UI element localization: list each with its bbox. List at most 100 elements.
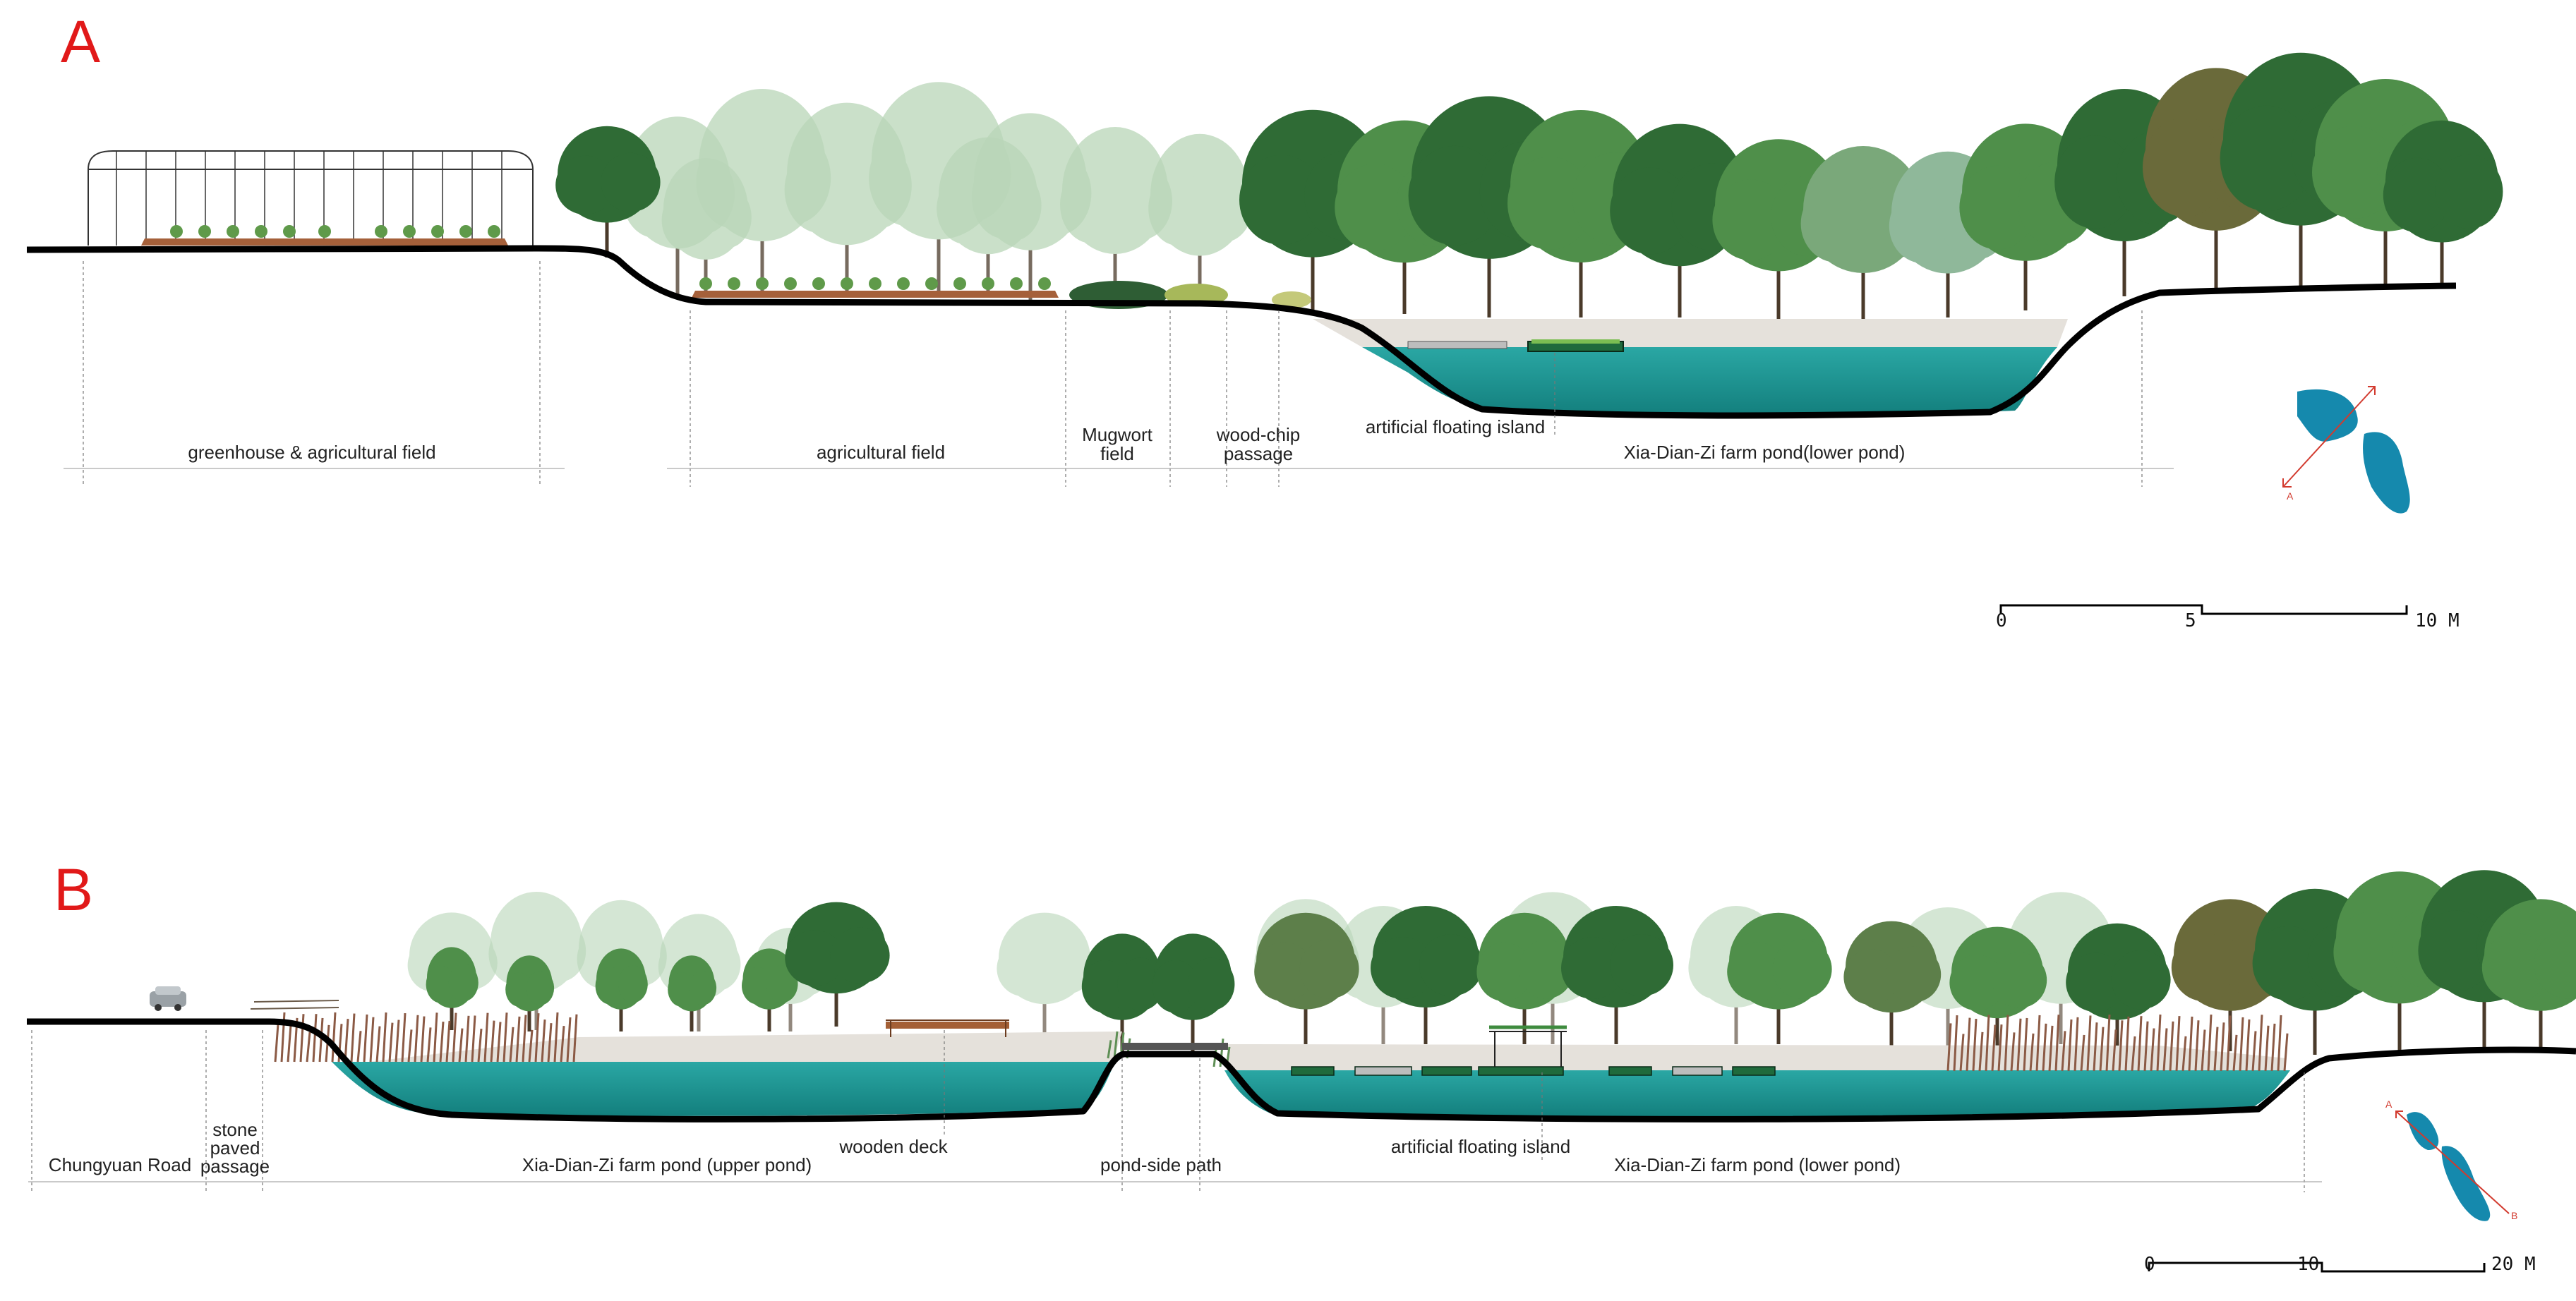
crop-plant [982,277,994,290]
reed [414,1015,419,1063]
section-b-letter: B [54,857,93,923]
reed [1991,1024,1997,1072]
reed [560,1026,565,1063]
reed [2086,1015,2092,1072]
crop-plant [784,277,797,290]
crop-plant [170,225,183,238]
section-a-key-map: A [2282,386,2410,514]
label-stone-2: paved [210,1137,260,1158]
crop-plant [318,225,331,238]
section-b-lower-pond-water [1224,1070,2290,1117]
reed-grasses [274,1012,2289,1072]
reed [445,1020,451,1063]
tree [426,947,479,1030]
section-b: B [27,857,2576,1275]
key-map-a-marker: A [2287,490,2294,502]
section-b-dimension-lines [31,1030,2305,1192]
reed [572,1014,578,1063]
section-a-foreground-trees [555,52,2503,319]
reed [2074,1017,2079,1072]
reed [274,1024,279,1063]
reed [439,1021,445,1063]
reed [464,1015,470,1063]
background-tree [1148,133,1253,300]
tree [2066,923,2171,1055]
label-floating-island-b: artificial floating island [1391,1136,1570,1157]
reed [407,1029,413,1063]
label-mugwort-2: field [1100,443,1134,464]
reed [2112,1029,2117,1072]
wooden-deck [886,1019,1009,1037]
reed [312,1014,318,1063]
crop-plant [841,277,853,290]
reed [426,1027,432,1063]
reed [477,1028,483,1063]
reed [306,1031,311,1063]
reed [2207,1014,2213,1072]
reed [2258,1015,2263,1072]
reed [2194,1020,2200,1072]
reed [287,1024,292,1063]
crop-plant [812,277,825,290]
tree [595,948,648,1031]
reed [2035,1015,2041,1072]
scale-b-tick-1: 10 [2297,1254,2319,1275]
reed [344,1019,349,1063]
background-tree [661,158,752,296]
tree [505,955,555,1031]
reed [502,1012,508,1063]
tree [742,948,798,1031]
reed [2239,1017,2244,1072]
crop-plant [699,277,712,290]
reed [458,1028,464,1063]
reed [2131,1036,2136,1072]
section-a-floating-island [1407,339,1624,352]
reed [2175,1016,2181,1072]
crop-plant [198,225,211,238]
reed [483,1012,489,1063]
section-b-key-map: B A [2385,1099,2517,1221]
section-a-letter: A [61,8,100,75]
reed [471,1015,476,1063]
reed [395,1019,400,1063]
scale-a-tick-2: 10 M [2415,610,2460,631]
reed [2099,1027,2105,1072]
tree [668,955,717,1031]
reed [1997,1024,2003,1072]
reed [388,1022,394,1063]
reed [420,1016,426,1063]
label-lower-pond-b: Xia-Dian-Zi farm pond (lower pond) [1614,1154,1901,1175]
section-a-ground-line [26,245,2457,419]
car-icon [150,986,186,1011]
crop-plant [953,277,966,290]
reed [515,1016,521,1063]
reed [350,1013,356,1063]
section-b-lower-bank [1227,1044,2287,1072]
reed [490,1020,495,1063]
crop-plant [1038,277,1051,290]
reed [2270,1023,2276,1072]
reed [2181,1036,2187,1072]
reed [2245,1019,2251,1072]
crop-plant [431,225,444,238]
section-b-upper-pond-water [332,1062,1115,1116]
crop-plant [728,277,740,290]
section-a-pond-bank [1313,319,2068,347]
reed [1966,1017,1971,1072]
label-woodchip-1: wood-chip [1216,424,1301,445]
reed [2061,1031,2066,1072]
reed [2048,1025,2054,1072]
reed [2016,1018,2022,1072]
tree [1959,123,2095,310]
reed [2162,1028,2168,1072]
tree [1476,912,1575,1044]
section-b-foreground-trees [426,870,2576,1055]
label-upper-pond: Xia-Dian-Zi farm pond (upper pond) [522,1154,812,1175]
reed [2201,1029,2206,1072]
reed [318,1017,324,1063]
reed [2150,1028,2155,1072]
tree [1152,933,1235,1051]
reed [2004,1015,2009,1072]
reed [401,1012,407,1063]
